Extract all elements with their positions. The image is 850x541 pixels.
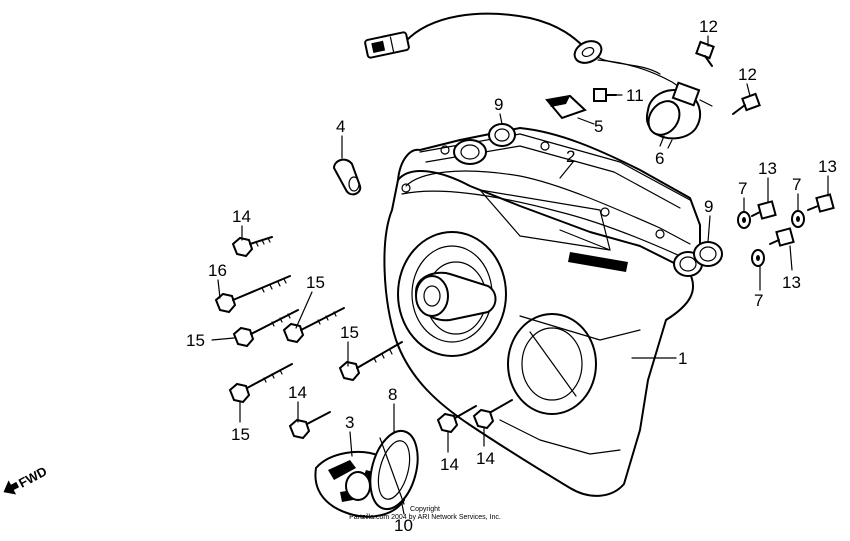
callout-14-bottom-left: 14 bbox=[440, 455, 459, 474]
callout-1: 1 bbox=[678, 349, 687, 368]
copyright-line-2: Partzilla.com 2004 by ARI Network Servic… bbox=[349, 514, 501, 521]
callout-16: 16 bbox=[208, 261, 227, 280]
clamp-part-4 bbox=[332, 158, 362, 196]
copyright-line-1: Copyright bbox=[410, 506, 440, 513]
bolt-part-12-right bbox=[732, 92, 761, 115]
callout-4: 4 bbox=[336, 117, 345, 136]
callout-13-lower: 13 bbox=[782, 273, 801, 292]
callout-6: 6 bbox=[655, 149, 664, 168]
bolt-part-16 bbox=[214, 275, 291, 314]
callout-10: 10 bbox=[394, 516, 413, 535]
bolt-part-13-lower bbox=[769, 227, 795, 247]
bolt-part-14-upper bbox=[231, 236, 273, 258]
bolt-part-15-lower bbox=[228, 363, 293, 404]
callout-7-lower: 7 bbox=[754, 291, 763, 310]
callout-9-right: 9 bbox=[704, 197, 713, 216]
callout-13-right: 13 bbox=[818, 157, 837, 176]
washer-part-7-left bbox=[737, 211, 751, 229]
callout-11: 11 bbox=[626, 86, 644, 105]
callout-7-left: 7 bbox=[738, 179, 747, 198]
washer-part-7-right bbox=[791, 210, 805, 228]
bolt-part-12-top bbox=[695, 40, 715, 67]
wire-grommet bbox=[573, 40, 603, 64]
o-ring-part-9-left bbox=[488, 123, 516, 147]
callout-5: 5 bbox=[594, 117, 603, 136]
washer-part-7-lower bbox=[751, 249, 765, 267]
callout-8: 8 bbox=[388, 385, 397, 404]
bolt-part-14-short bbox=[288, 411, 331, 440]
callout-13-left: 13 bbox=[758, 159, 777, 178]
callout-15-middle: 15 bbox=[306, 273, 325, 292]
callout-14-short: 14 bbox=[288, 383, 307, 402]
bolt-part-14-bottom-left bbox=[436, 405, 477, 434]
bolt-part-13-left bbox=[751, 200, 777, 220]
callout-15-right: 15 bbox=[340, 323, 359, 342]
wire-harness bbox=[404, 12, 690, 111]
callout-12-top: 12 bbox=[699, 17, 718, 36]
bolt-part-14-bottom-right bbox=[472, 399, 513, 430]
clip-part-5 bbox=[545, 94, 587, 120]
callout-2: 2 bbox=[566, 147, 575, 166]
callout-7-right: 7 bbox=[792, 175, 801, 194]
callout-15-lower: 15 bbox=[231, 425, 250, 444]
callout-labels: 1 2 3 4 5 6 7 7 7 8 9 9 10 11 12 12 13 1… bbox=[186, 17, 837, 535]
copyright-watermark: Copyright Partzilla.com 2004 by ARI Netw… bbox=[349, 506, 501, 521]
callout-12-right: 12 bbox=[738, 65, 757, 84]
pump-seal-part-8 bbox=[369, 429, 419, 511]
crankcase-cover-part-1 bbox=[383, 127, 703, 497]
bolt-part-15-right bbox=[338, 341, 403, 382]
fwd-label: FWD bbox=[16, 464, 49, 491]
forward-direction-arrow: FWD bbox=[3, 464, 49, 495]
callout-9-left: 9 bbox=[494, 95, 503, 114]
callout-3: 3 bbox=[345, 413, 354, 432]
bolt-part-15-left bbox=[232, 309, 299, 348]
bolt-part-15-middle bbox=[282, 307, 345, 344]
arrow-left-icon bbox=[3, 480, 20, 495]
callout-14-upper: 14 bbox=[232, 207, 251, 226]
callout-14-bottom-right: 14 bbox=[476, 449, 495, 468]
bolt-part-13-right bbox=[807, 193, 835, 213]
leader-lines bbox=[211, 35, 829, 515]
wire-connector bbox=[364, 31, 410, 59]
o-ring-part-9-right bbox=[693, 241, 723, 267]
sensor-switch-part-6 bbox=[645, 81, 713, 149]
callout-15-left: 15 bbox=[186, 331, 205, 350]
